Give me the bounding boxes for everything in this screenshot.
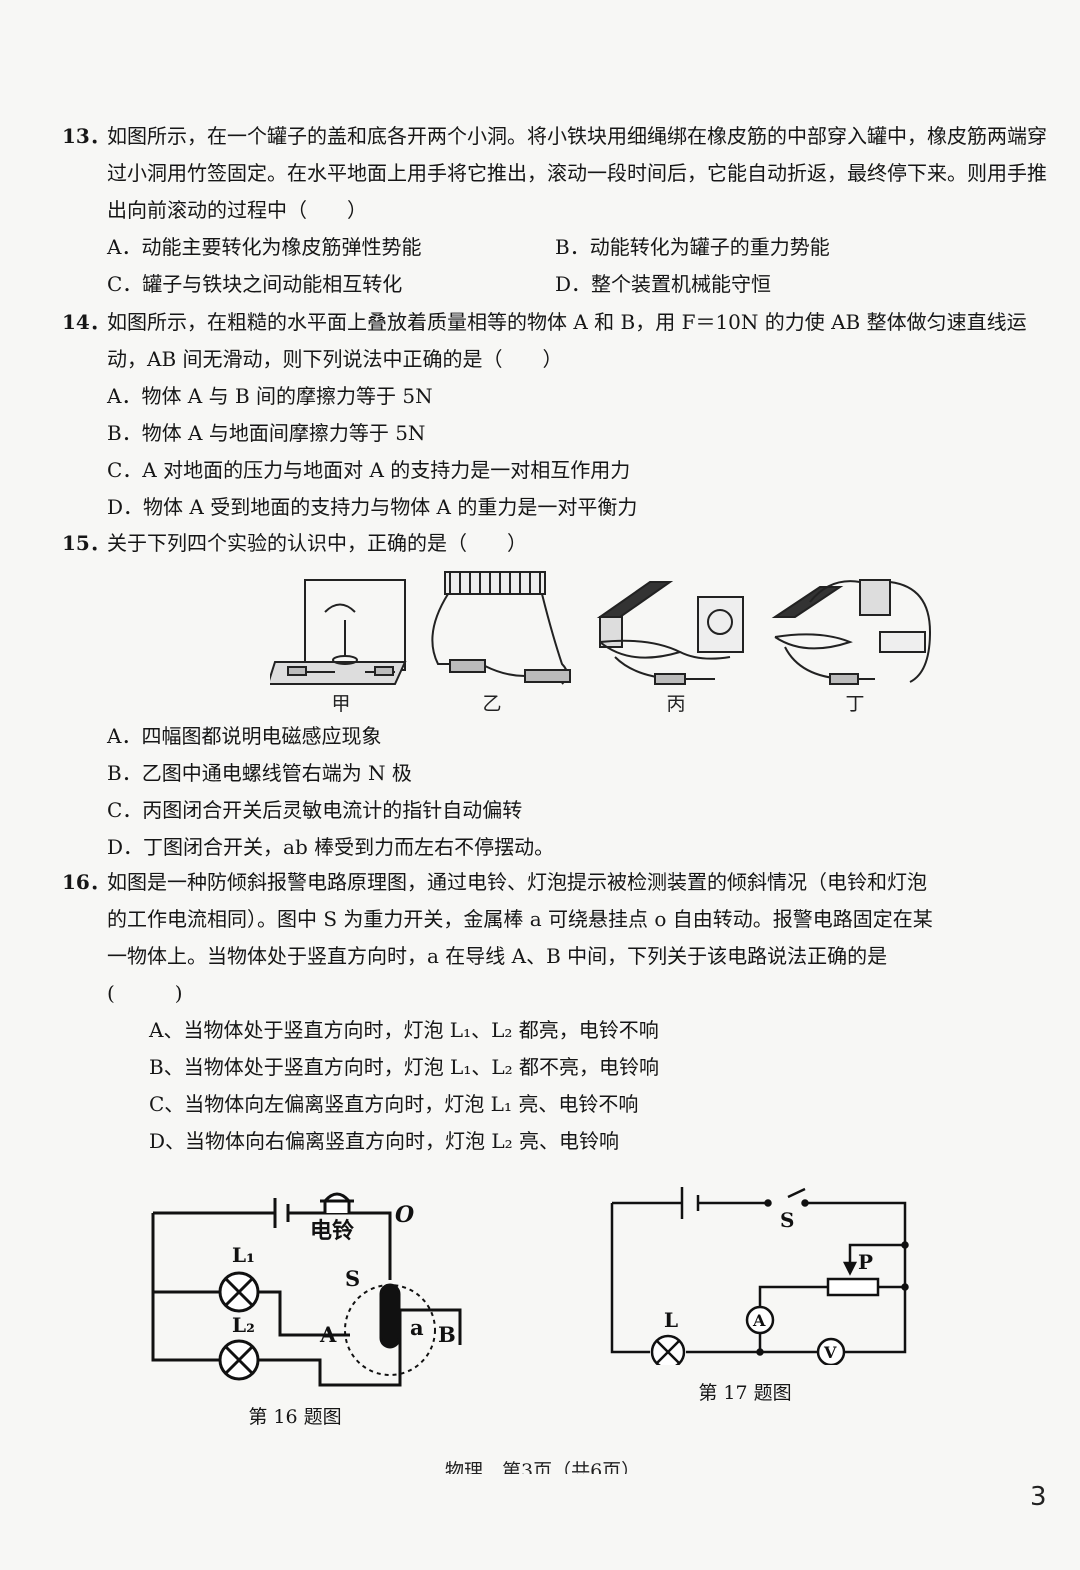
- footer-text: 物理 第3页（共6页）: [445, 1460, 641, 1474]
- option-d: D．物体 A 受到地面的支持力与物体 A 的重力是一对平衡力: [107, 495, 638, 519]
- option-a: A、当物体处于竖直方向时，灯泡 L₁、L₂ 都亮，电铃不响: [149, 1018, 659, 1042]
- question-15-options: A．四幅图都说明电磁感应现象 B．乙图中通电螺线管右端为 N 极 C．丙图闭合开…: [62, 718, 1047, 866]
- page-number: 3: [1030, 1482, 1047, 1512]
- figure-label-bing: 丙: [666, 693, 685, 715]
- voltmeter-label: V: [823, 1343, 837, 1362]
- option-a: A．物体 A 与 B 间的摩擦力等于 5N: [107, 384, 433, 408]
- option-b: B、当物体处于竖直方向时，灯泡 L₁、L₂ 都不亮，电铃响: [149, 1055, 660, 1079]
- wire-b-label: B: [438, 1322, 456, 1347]
- question-number: 14．: [62, 310, 110, 334]
- question-number: 16．: [62, 870, 110, 894]
- option-b: B．动能转化为罐子的重力势能: [555, 235, 830, 259]
- rod-a-label: a: [410, 1315, 424, 1340]
- option-c: C．丙图闭合开关后灵敏电流计的指针自动偏转: [107, 798, 523, 822]
- question-stem: 如图是一种防倾斜报警电路原理图，通过电铃、灯泡提示被检测装置的倾斜情况（电铃和灯…: [107, 870, 933, 1005]
- question-stem: 关于下列四个实验的认识中，正确的是（ ）: [107, 531, 527, 555]
- question-number: 15．: [62, 531, 110, 555]
- option-d: D、当物体向右偏离竖直方向时，灯泡 L₂ 亮、电铃响: [149, 1129, 620, 1153]
- q15-figures: 甲 乙 丙 丁: [270, 571, 932, 715]
- figure-16-caption: 第 16 题图: [248, 1406, 342, 1428]
- switch-s-label: S: [780, 1208, 794, 1232]
- option-b: B．乙图中通电螺线管右端为 N 极: [107, 761, 412, 785]
- figure-jia: [270, 579, 407, 685]
- pivot-o-label: O: [395, 1202, 414, 1228]
- figure-bing: [596, 581, 744, 685]
- figure-label-yi: 乙: [482, 693, 501, 715]
- option-d: D．整个装置机械能守恒: [555, 272, 772, 296]
- figure-17-circuit: S P L A V: [610, 1187, 909, 1365]
- switch-s-label: S: [345, 1266, 360, 1291]
- figure-17-caption: 第 17 题图: [698, 1382, 792, 1404]
- option-c: C．罐子与铁块之间动能相互转化: [107, 272, 403, 296]
- figure-16-circuit: 电铃 O L₁ L₂ S A a B: [151, 1192, 462, 1387]
- question-stem: 如图所示，在一个罐子的盖和底各开两个小洞。将小铁块用细绳绑在橡皮筋的中部穿入罐中…: [107, 124, 1047, 222]
- slider-p-label: P: [858, 1250, 873, 1274]
- figure-yi: [431, 571, 571, 685]
- figure-label-ding: 丁: [845, 693, 864, 715]
- option-b: B．物体 A 与地面间摩擦力等于 5N: [107, 421, 426, 445]
- question-14: 14． 如图所示，在粗糙的水平面上叠放着质量相等的物体 A 和 B，用 F＝10…: [62, 304, 1047, 526]
- question-number: 13．: [62, 124, 110, 148]
- bell-label: 电铃: [310, 1218, 354, 1244]
- figure-label-jia: 甲: [331, 693, 350, 715]
- option-d: D．丁图闭合开关，ab 棒受到力而左右不停摆动。: [107, 835, 555, 859]
- option-a: A．动能主要转化为橡皮筋弹性势能: [107, 235, 422, 259]
- lamp-l2-label: L₂: [232, 1313, 255, 1337]
- question-13: 13． 如图所示，在一个罐子的盖和底各开两个小洞。将小铁块用细绳绑在橡皮筋的中部…: [62, 118, 1047, 303]
- option-a: A．四幅图都说明电磁感应现象: [107, 724, 382, 748]
- question-15: 15． 关于下列四个实验的认识中，正确的是（ ）: [62, 525, 1047, 562]
- wire-a-label: A: [319, 1322, 337, 1347]
- question-stem: 如图所示，在粗糙的水平面上叠放着质量相等的物体 A 和 B，用 F＝10N 的力…: [107, 310, 1027, 371]
- figure-ding: [771, 579, 932, 685]
- ammeter-label: A: [752, 1311, 766, 1330]
- option-c: C、当物体向左偏离竖直方向时，灯泡 L₁ 亮、电铃不响: [149, 1092, 639, 1116]
- lamp-l1-label: L₁: [232, 1243, 255, 1267]
- option-c: C．A 对地面的压力与地面对 A 的支持力是一对相互作用力: [107, 458, 631, 482]
- lamp-l-label: L: [664, 1308, 678, 1332]
- question-16: 16． 如图是一种防倾斜报警电路原理图，通过电铃、灯泡提示被检测装置的倾斜情况（…: [62, 864, 942, 1160]
